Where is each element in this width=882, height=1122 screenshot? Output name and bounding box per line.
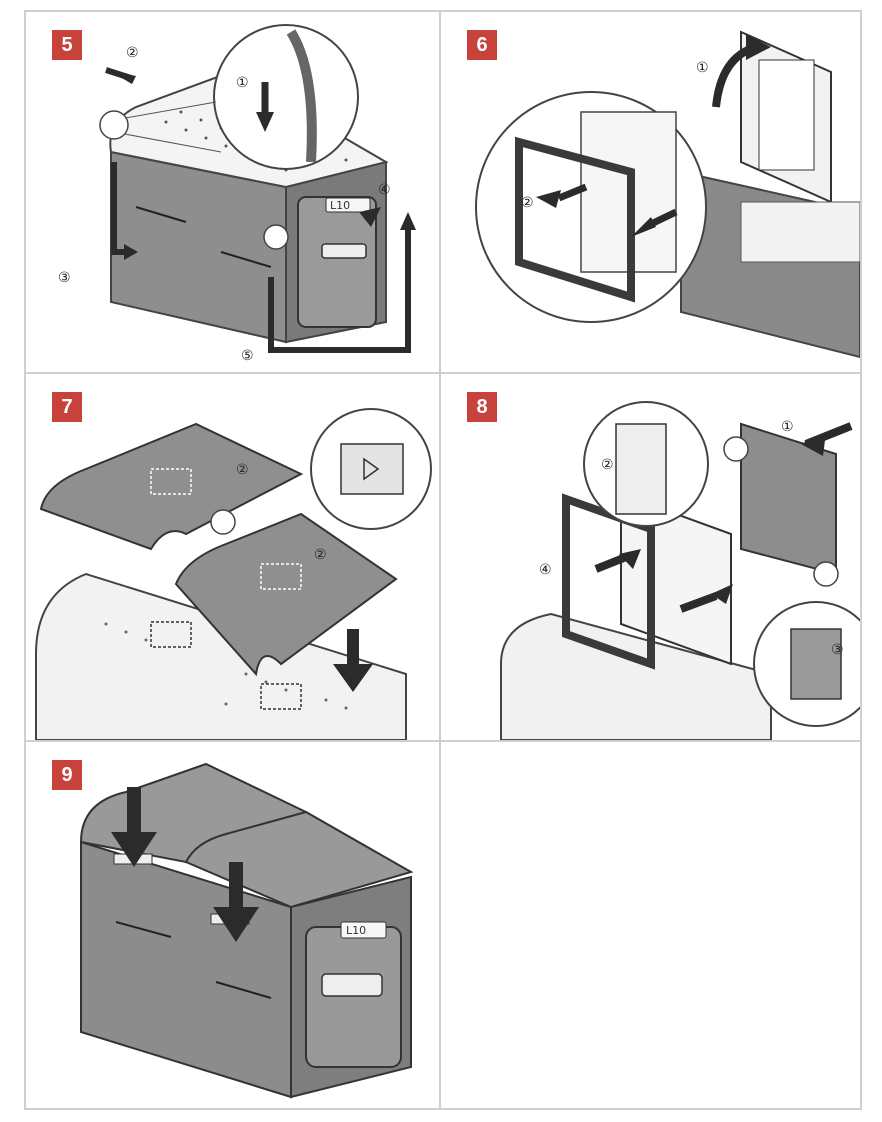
step-6-badge: 6 <box>467 30 497 60</box>
step-8-illustration: ① ② ③ ④ <box>500 401 860 740</box>
step-5-callout-4: ④ <box>378 182 391 198</box>
grid-divider-vertical <box>439 12 441 1108</box>
step-9-panel: 9 L10 <box>26 742 439 1108</box>
step-8-callout-2: ② <box>601 457 614 473</box>
step-5-illustration: L10 ① ② ③ ④ ⑤ <box>58 24 416 364</box>
step-9-badge: 9 <box>52 760 82 790</box>
step-9-illustration: L10 <box>79 762 414 1099</box>
step-5-callout-5: ⑤ <box>241 348 254 364</box>
step-8-callout-4: ④ <box>539 562 552 578</box>
step-6-panel: 6 ① ② <box>441 12 860 372</box>
step-5-callout-2: ② <box>126 45 139 61</box>
step-9-display-text: L10 <box>346 924 366 937</box>
step-8-callout-3: ③ <box>831 642 844 658</box>
step-6-callout-1: ① <box>696 60 709 76</box>
step-8-badge: 8 <box>467 392 497 422</box>
manual-page: 5 L10 <box>24 10 862 1110</box>
step-5-callout-3: ③ <box>58 270 71 286</box>
step-5-panel: 5 L10 <box>26 12 439 372</box>
step-8-panel: 8 ① ② ③ ④ <box>441 374 860 740</box>
step-7-callout-2b: ② <box>314 547 327 563</box>
step-6-illustration: ① ② <box>475 30 860 359</box>
empty-panel <box>441 742 860 1108</box>
step-5-display-text: L10 <box>330 199 350 212</box>
step-6-callout-2: ② <box>521 195 534 211</box>
step-5-badge: 5 <box>52 30 82 60</box>
step-7-panel: 7 ② ② <box>26 374 439 740</box>
step-7-badge: 7 <box>52 392 82 422</box>
grid-divider-row2 <box>26 740 860 742</box>
step-8-callout-1: ① <box>781 419 794 435</box>
step-7-callout-2a: ② <box>236 462 249 478</box>
grid-divider-row1 <box>26 372 860 374</box>
step-7-illustration: ② ② <box>35 408 432 740</box>
step-5-callout-1: ① <box>236 75 249 91</box>
